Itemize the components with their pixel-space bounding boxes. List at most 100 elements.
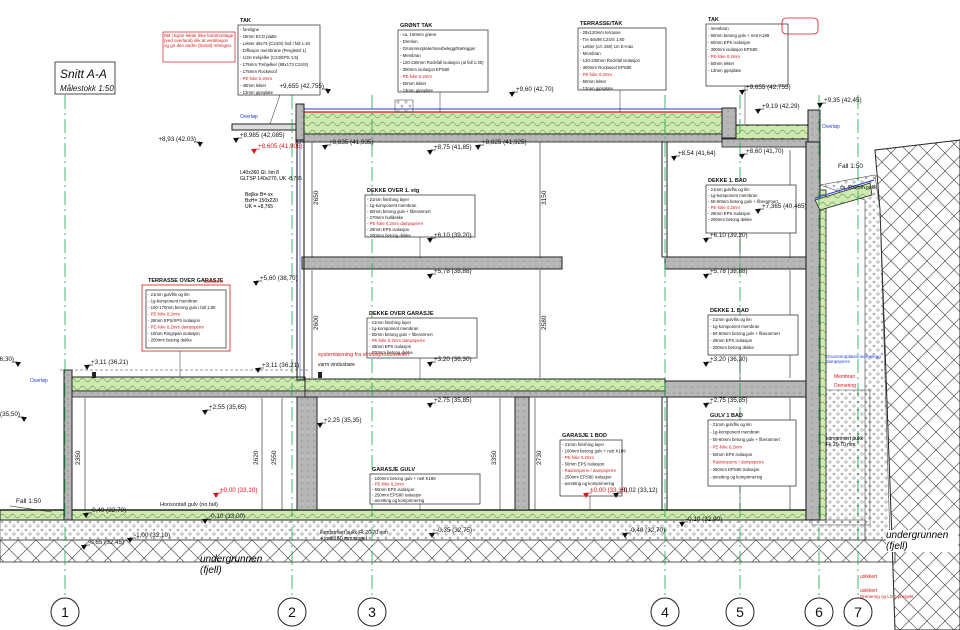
note-line: - 1g-komponent membran [369, 326, 419, 331]
note-line: - 50mm EPS isolasjon [710, 452, 753, 457]
grid-bubble-3 [357, 597, 387, 627]
note-line: - Membran [400, 53, 421, 58]
level-label: +7,365 (40,465) [762, 203, 807, 210]
level-label: +3,20 (36,30) [710, 356, 748, 363]
glulam-note: L40x360 Gl. lim 8 GLTSP 140x270, UK -8,7… [240, 170, 302, 182]
grid-bubble-2 [277, 597, 307, 627]
note-line: - 28mm EPS isolasjon [367, 227, 410, 232]
level-marker: +8,825 (41,925) [475, 139, 527, 150]
note-line: - 60mm betong gulv + nett K189 [708, 33, 770, 38]
level-label: +2,40 (35,50) [0, 411, 20, 418]
level-label: +9,655 (42,755) [746, 84, 791, 91]
grid-label-7: 7 [854, 604, 862, 620]
note-line: - 48mm lekter [240, 83, 267, 88]
level-marker: -0,40 (32,70) [83, 507, 126, 518]
level-marker: +2,75 (35,85) [427, 397, 472, 408]
fall-left-label: Fall 1:50 [16, 498, 41, 505]
note-line: - 200mm betong dekke [708, 217, 753, 222]
note-line: - Radonsperre / dampsperre [562, 468, 617, 473]
grid-bubble-1 [50, 597, 80, 627]
level-marker: -0,40 (32,70) [622, 527, 665, 538]
level-label: -0,40 (32,70) [629, 527, 665, 534]
note-line: - 50mm betong gulv + fiberarmert [367, 209, 431, 214]
note-line: - 300mm Rockwool EPS80 [580, 65, 632, 70]
note-line: - 1/2in trebjelke (C24/EPS 1:5) [240, 55, 299, 60]
right-retaining-wall [814, 182, 873, 211]
note-line: - 18mm ECO platte [240, 34, 277, 39]
note-line: - 1g-komponent membran [710, 324, 760, 329]
level-label: -0,10 (33,00) [209, 513, 245, 520]
garage-deck-slab [304, 378, 666, 392]
note-line: - 175mm Trebjelker (98x173 C24/S) [240, 62, 309, 67]
note-tak-left: TAK [237, 18, 321, 125]
note-line: - 250mm EPS80 isolasjon [562, 475, 612, 480]
level-marker: +8,60 (41,70) [739, 148, 784, 159]
level-label: +5,78 (38,88) [434, 268, 472, 275]
note-line: - Radonsperre / dampsperre [710, 460, 765, 465]
note-line: - 1g-komponent membran [367, 203, 417, 208]
level-marker: +5,78 (38,88) [427, 268, 472, 279]
title-box [54, 61, 116, 95]
level-marker: -0,10 (33,00) [202, 513, 245, 524]
level-label: +6,10 (39,20) [434, 232, 472, 239]
note-line: - 28x120mm terrasse [580, 30, 621, 35]
level-marker: ±0,00 (33,10) [213, 487, 257, 498]
level-label: +3,20 (36,30) [0, 356, 14, 363]
dim-label: 3150 [541, 190, 548, 205]
note-line: - avretting og komprimering [710, 475, 763, 480]
nb-note: NB ! Egne lekter ikke kantmontage (ved o… [164, 33, 233, 48]
note-line: - 21mm finishing layer [369, 320, 412, 325]
note-line: - 100mm betong gulv + nett K189 [562, 449, 626, 454]
level-label: ±0,00 (33,10) [220, 487, 257, 494]
level-label: +5,60 (38,70) [260, 275, 298, 282]
note-line: - 13mm gipsplate [708, 68, 742, 73]
note-heading: TAK [240, 18, 251, 24]
level-marker: +7,365 (40,465) [755, 203, 807, 214]
level-label: +8,985 (42,085) [240, 132, 285, 139]
note-heading: DEKKE OVER 1. etg [367, 188, 419, 194]
level-marker: +9,655 (42,755) [279, 83, 331, 94]
undergrunnen-left: undergrunnen (fjell) [200, 554, 262, 576]
pukk-label: ca. 500mm pukk [840, 185, 877, 191]
level-label: -0,35 (32,75) [436, 527, 472, 534]
note-line: - Lekter 48x73 (C24/S) hull I fall 1:40 [240, 41, 311, 46]
dim-label: 2650 [313, 190, 320, 205]
note-line: - PE-folie 0,2mm [708, 54, 740, 59]
note-line: - 270mm hulldekke [367, 215, 404, 220]
note-line: - Grunnmurplate/Innerbelegg/Rørlegger [400, 46, 476, 51]
usikkert-label: usikkert [204, 279, 223, 285]
note-line: - Tre 48x98 C24/S 1:60 [580, 37, 625, 42]
level-label: +5,78 (38,88) [710, 268, 748, 275]
note-terrasse-tak: TERRASSE/TAK [577, 21, 667, 112]
level-label: +9,655 (42,755) [279, 83, 324, 90]
note-heading: GARASJE 1 BOD [562, 433, 607, 439]
level-marker: +0,02 (33,12) [613, 487, 658, 498]
grid-bubble-7 [843, 597, 873, 627]
grunnmur-note: Grunnmurplate/innerbelegg dampsperre [826, 354, 881, 364]
grid-label-6: 6 [815, 604, 823, 620]
note-line: - 50mm betong gulv + fiberarmert [369, 332, 433, 337]
level-label: +3,11 (36,21) [262, 362, 299, 369]
note-line: - 28mm EPS isolasjon [708, 211, 751, 216]
note-heading: DEKKE 1. BAD [708, 178, 747, 184]
green-roof-slab [301, 111, 723, 135]
note-line: - 21mm gulvflis og lim [710, 317, 752, 322]
level-marker: +6,10 (39,20) [427, 232, 472, 243]
note-garasje-bod: GARASJE 1 BOD [559, 433, 623, 510]
note-line: - membran [708, 26, 729, 31]
grid-label-1: 1 [61, 604, 69, 620]
bad-deck-slab [664, 380, 811, 398]
grid-axes [64, 95, 859, 595]
grid-label-4: 4 [661, 604, 669, 620]
level-marker: +5,78 (38,88) [703, 268, 748, 279]
note-line: - 28mm EPS isolasjon [369, 344, 412, 349]
level-label: +2,25 (35,35) [324, 417, 362, 424]
note-line: - 175mm Rockwool [240, 69, 277, 74]
grid-label-3: 3 [368, 604, 376, 620]
note-line: - PE-folie 0,2mm dampsperre [148, 325, 205, 330]
level-label: +0,02 (33,12) [620, 487, 658, 494]
note-line: - 50mm EPS isolasjon [562, 462, 605, 467]
level-label: +3,11 (36,21) [91, 359, 128, 366]
parapet-right [721, 107, 737, 139]
bjelke-note: Bejlke B=-xx BxH= 150x220 UK = +8,765 [245, 192, 278, 210]
